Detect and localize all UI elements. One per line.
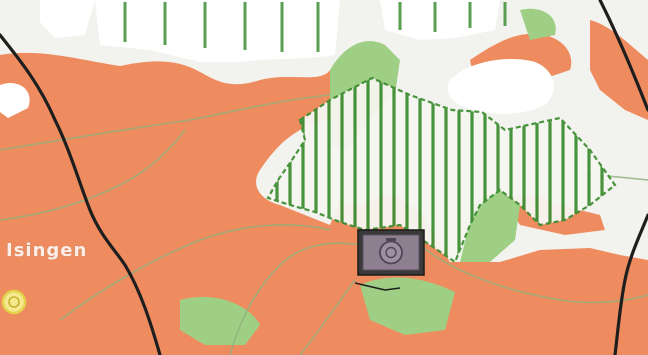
camera-marker-icon — [357, 229, 425, 276]
poi-circle-icon[interactable] — [1, 289, 27, 315]
hatch-stripes-top — [123, 2, 507, 52]
location-marker[interactable] — [357, 229, 425, 276]
hatched-protected-zone — [266, 76, 617, 264]
minor-roads — [0, 94, 648, 355]
marker-leader-line — [354, 282, 401, 291]
place-label: Isingen — [6, 240, 88, 261]
